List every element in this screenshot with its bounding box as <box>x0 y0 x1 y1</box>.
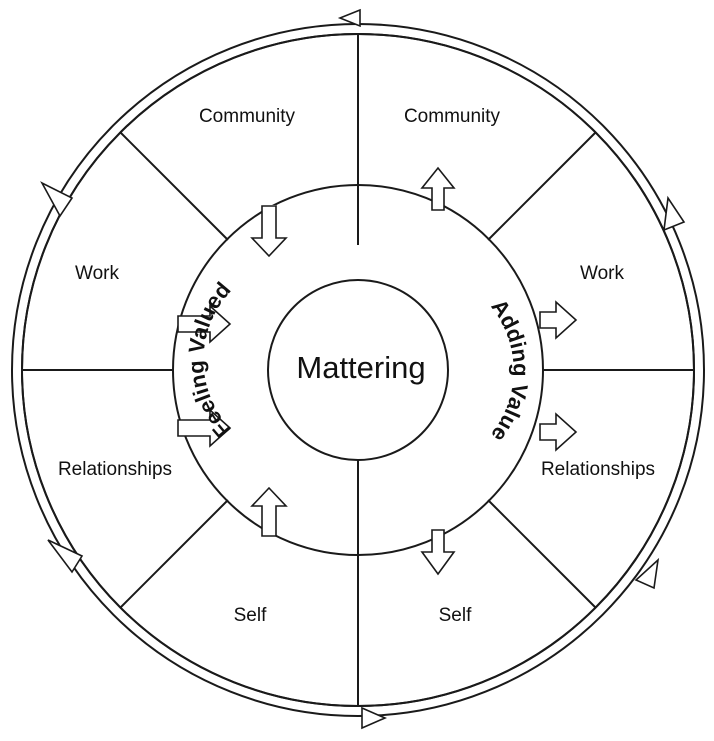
inward-arrow-upper-left-icon <box>177 304 232 344</box>
right-segment-self: Self <box>439 605 472 626</box>
cycle-arrow-lower-left-icon <box>47 539 84 574</box>
center-label: Mattering <box>296 350 425 385</box>
feeling-valued-arrows <box>177 205 288 537</box>
adding-value-arrows <box>420 166 578 576</box>
outward-arrow-upper-right-icon <box>539 300 578 340</box>
left-segment-relationships: Relationships <box>58 459 172 480</box>
adding-value-label: Adding Value <box>486 294 533 446</box>
left-segment-community: Community <box>199 106 296 127</box>
left-segment-work: Work <box>75 263 119 284</box>
feeling-valued-label: Feeling Valued <box>183 277 235 443</box>
cycle-arrow-top-icon <box>337 8 361 28</box>
right-segment-work: Work <box>580 263 624 284</box>
right-segment-community: Community <box>404 106 501 127</box>
cycle-arrow-bottom-icon <box>361 706 388 730</box>
outward-arrow-lower-right-icon <box>539 412 578 452</box>
divider-upper-right <box>487 131 597 241</box>
inward-arrow-top-left-icon <box>250 205 288 258</box>
inward-arrow-lower-left-icon <box>177 408 232 448</box>
outer-cycle-arrows <box>40 8 686 730</box>
cycle-arrow-upper-right-icon <box>663 195 686 232</box>
divider-lower-right <box>487 499 597 609</box>
divider-upper-left <box>119 131 229 241</box>
right-segment-relationships: Relationships <box>541 459 655 480</box>
cycle-arrow-upper-left-icon <box>40 181 74 218</box>
inward-arrow-bottom-left-icon <box>250 486 288 537</box>
segment-dividers <box>22 34 694 706</box>
left-segment-self: Self <box>234 605 267 626</box>
outward-arrow-top-right-icon <box>420 166 456 211</box>
outward-arrow-bottom-right-icon <box>420 529 456 576</box>
divider-lower-left <box>119 499 229 609</box>
cycle-arrow-lower-right-icon <box>634 557 660 590</box>
